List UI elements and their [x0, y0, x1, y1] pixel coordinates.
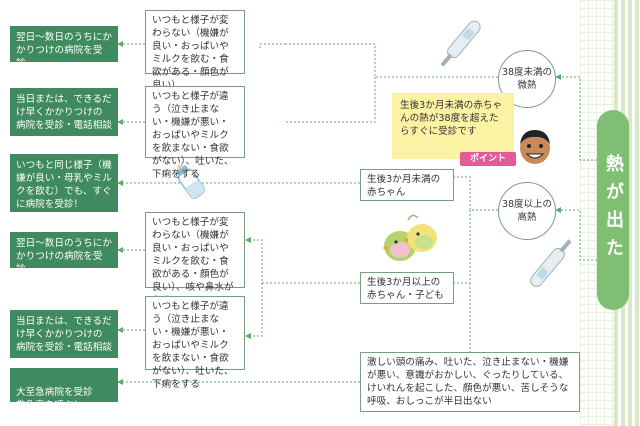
condition-box: いつもと様子が変わらない（機嫌が良い・おっぱいやミルクを飲む・食欲がある・顔色が… [145, 212, 245, 306]
thermometer-icon [440, 20, 481, 67]
main-label-fever: 熱が出た [597, 110, 629, 310]
branch-over38: 38度以上の 高熱 [498, 182, 556, 240]
point-callout-text: 生後3か月未満の赤ちゃんの熱が38度を超えたらすぐに受診です [400, 100, 503, 137]
age-over3m-box: 生後3か月以上の赤ちゃん・子ども [360, 272, 454, 304]
branch-under38-text: 38度未満の 微熱 [501, 67, 553, 91]
condition-text: いつもと様子が違う（泣き止まない・機嫌が悪い・おっぱいやミルクを飲まない・食欲が… [152, 301, 234, 390]
action-text: 大至急病院を受診 救急車を呼ぶ！ [16, 387, 93, 411]
doctor-face-icon [520, 130, 550, 164]
main-label-text: 熱が出た [603, 154, 624, 266]
baby-bottle-icon [175, 164, 206, 200]
birds-icon [382, 214, 437, 261]
action-text: 翌日〜数日のうちにかかりつけの病院を受診 [16, 238, 112, 275]
age-over3m-text: 生後3か月以上の赤ちゃん・子ども [367, 277, 444, 301]
action-box: いつもと同じ様子（機嫌が良い・母乳やミルクを飲む）でも、すぐに病院を受診！ [10, 154, 118, 212]
action-text: 当日または、できるだけ早くかかりつけの病院を受診・電話相談 [16, 316, 112, 353]
action-box: 当日または、できるだけ早くかかりつけの病院を受診・電話相談 [10, 310, 118, 358]
action-box: 当日または、できるだけ早くかかりつけの病院を受診・電話相談 [10, 88, 118, 136]
condition-box: いつもと様子が違う（泣き止まない・機嫌が悪い・おっぱいやミルクを飲まない・食欲が… [145, 86, 245, 180]
condition-text: いつもと様子が変わらない（機嫌が良い・おっぱいやミルクを飲む・食欲がある・顔色が… [152, 15, 229, 91]
action-box-emergency: 大至急病院を受診 救急車を呼ぶ！ [10, 368, 118, 411]
action-text: 翌日〜数日のうちにかかりつけの病院を受診 [16, 32, 112, 69]
action-box: 翌日〜数日のうちにかかりつけの病院を受診 [10, 26, 118, 69]
condition-box: いつもと様子が変わらない（機嫌が良い・おっぱいやミルクを飲む・食欲がある・顔色が… [145, 10, 245, 91]
action-box: 翌日〜数日のうちにかかりつけの病院を受診 [10, 232, 118, 275]
point-callout: 生後3か月未満の赤ちゃんの熱が38度を超えたらすぐに受診です [392, 93, 514, 159]
severe-symptoms-text: 激しい頭の痛み、吐いた、泣き止まない・機嫌が悪い、意識がおかしい、ぐったりしてい… [367, 357, 569, 407]
age-under3m-box: 生後3か月未満の赤ちゃん [360, 169, 454, 201]
point-badge: ポイント [460, 152, 516, 166]
branch-over38-text: 38度以上の 高熱 [501, 199, 553, 223]
condition-text: いつもと様子が変わらない（機嫌が良い・おっぱいやミルクを飲む・食欲がある・顔色が… [152, 217, 234, 306]
condition-text: いつもと様子が違う（泣き止まない・機嫌が悪い・おっぱいやミルクを飲まない・食欲が… [152, 91, 234, 180]
condition-box: いつもと様子が違う（泣き止まない・機嫌が悪い・おっぱいやミルクを飲まない・食欲が… [145, 296, 245, 390]
age-under3m-text: 生後3か月未満の赤ちゃん [367, 174, 441, 198]
action-text: 当日または、できるだけ早くかかりつけの病院を受診・電話相談 [16, 94, 112, 131]
thermometer-icon [530, 239, 572, 287]
action-text: いつもと同じ様子（機嫌が良い・母乳やミルクを飲む）でも、すぐに病院を受診！ [16, 160, 112, 210]
severe-symptoms-box: 激しい頭の痛み、吐いた、泣き止まない・機嫌が悪い、意識がおかしい、ぐったりしてい… [360, 352, 580, 412]
